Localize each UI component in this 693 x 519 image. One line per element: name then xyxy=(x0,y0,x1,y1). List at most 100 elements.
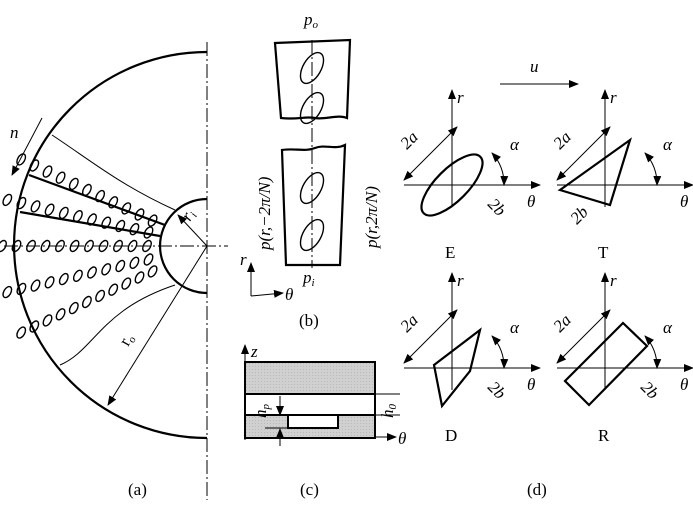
groove-oval xyxy=(147,214,158,227)
groove-oval xyxy=(98,239,109,253)
length-label: 2a xyxy=(549,127,574,152)
angle-label: α xyxy=(663,318,673,337)
groove-oval xyxy=(113,239,123,253)
panel-b-groove-unit: po pi p(r,−2π/N) p(r,2π/N) r θ (b) xyxy=(240,10,381,330)
length-dim xyxy=(556,126,611,181)
outer-radius-arrow xyxy=(107,245,208,406)
upper-ring xyxy=(244,361,376,395)
groove-oval xyxy=(299,218,325,252)
length-dim xyxy=(403,309,458,364)
groove-oval xyxy=(87,266,97,279)
theta-label: θ xyxy=(680,375,688,394)
groove-oval xyxy=(58,206,69,220)
theta-label: θ xyxy=(527,375,535,394)
inner-radius-label: ri xyxy=(177,206,200,225)
groove-oval xyxy=(29,320,40,333)
alpha-arc xyxy=(644,335,662,369)
groove-oval xyxy=(108,283,119,296)
groove-oval xyxy=(129,256,140,269)
outer-boundary xyxy=(12,50,208,440)
alpha-arc xyxy=(644,152,662,186)
length-label: 2a xyxy=(396,127,421,152)
angle-label: α xyxy=(510,318,520,337)
r-label: r xyxy=(457,88,464,107)
groove-oval xyxy=(40,239,51,253)
groove-oval xyxy=(55,239,65,253)
groove-oval xyxy=(84,239,94,253)
groove-depth-label: hp xyxy=(251,404,272,419)
rotation-label: n xyxy=(10,123,19,142)
groove-oval xyxy=(16,282,27,296)
length-dim xyxy=(556,309,611,364)
groove-outline xyxy=(432,327,482,409)
shape-label: T xyxy=(598,243,609,262)
outer-pressure-label: po xyxy=(303,10,319,31)
outer-radius-label: ro xyxy=(115,329,139,350)
length-label: 2a xyxy=(396,310,421,335)
groove-oval xyxy=(58,272,69,286)
left-boundary-pressure: p(r,−2π/N) xyxy=(255,176,274,251)
angle-label: α xyxy=(663,135,673,154)
alpha-arc xyxy=(491,152,509,186)
groove-oval xyxy=(69,239,80,253)
groove-oval xyxy=(42,165,53,178)
groove-oval xyxy=(101,216,112,229)
caption-c: (c) xyxy=(300,480,319,499)
groove-oval xyxy=(127,239,138,253)
caption-d: (d) xyxy=(527,480,547,499)
groove-oval xyxy=(0,239,7,253)
groove-oval xyxy=(42,314,53,327)
groove-oval xyxy=(26,239,36,253)
groove-oval xyxy=(30,279,41,292)
r-label: r xyxy=(610,271,617,290)
film-thickness-label: h0 xyxy=(378,404,399,419)
groove-oval xyxy=(147,265,158,278)
panel-c-cross-section: z θ hp h0 (c) xyxy=(241,342,406,499)
groove-oval xyxy=(72,210,83,223)
groove-oval xyxy=(68,177,79,191)
rotation-arrow xyxy=(11,117,43,176)
groove-oval xyxy=(95,189,106,203)
groove-oval xyxy=(129,223,140,236)
groove-ovals xyxy=(0,153,158,339)
groove-oval xyxy=(72,269,83,282)
inner-pressure-label: pi xyxy=(302,268,315,289)
groove-oval xyxy=(44,276,55,289)
dam-boundary-bottom xyxy=(59,284,176,366)
groove-oval xyxy=(299,171,325,205)
groove-oval xyxy=(55,308,66,321)
groove-oval xyxy=(16,326,27,339)
r-label: r xyxy=(457,271,464,290)
groove-oval xyxy=(121,277,132,290)
groove-oval xyxy=(115,259,126,273)
groove-oval xyxy=(29,159,40,172)
groove-oval xyxy=(134,208,145,221)
groove-oval xyxy=(2,285,13,299)
width-label: 2b xyxy=(484,377,509,402)
groove-oval xyxy=(55,171,66,184)
caption-b: (b) xyxy=(299,311,319,330)
velocity-label: u xyxy=(530,57,539,76)
strip-bottom xyxy=(280,143,347,267)
theta-axis-label: θ xyxy=(285,285,293,304)
groove-oval xyxy=(16,196,27,210)
groove-oval xyxy=(115,219,126,233)
groove-oval xyxy=(299,51,325,85)
groove-pocket xyxy=(287,414,339,429)
groove-oval xyxy=(101,263,112,276)
r-axis-label: r xyxy=(240,250,247,269)
width-label: 2b xyxy=(566,202,591,227)
groove-oval xyxy=(142,239,152,253)
groove-oval xyxy=(81,183,92,197)
alpha-arc xyxy=(491,335,509,369)
groove-oval xyxy=(143,226,154,239)
groove-oval xyxy=(95,289,106,303)
theta-axis-arrow xyxy=(250,289,284,298)
theta-axis-label: θ xyxy=(398,429,406,448)
groove-oval xyxy=(11,239,22,253)
inner-radius-arrow xyxy=(177,214,208,247)
angle-label: α xyxy=(510,135,520,154)
